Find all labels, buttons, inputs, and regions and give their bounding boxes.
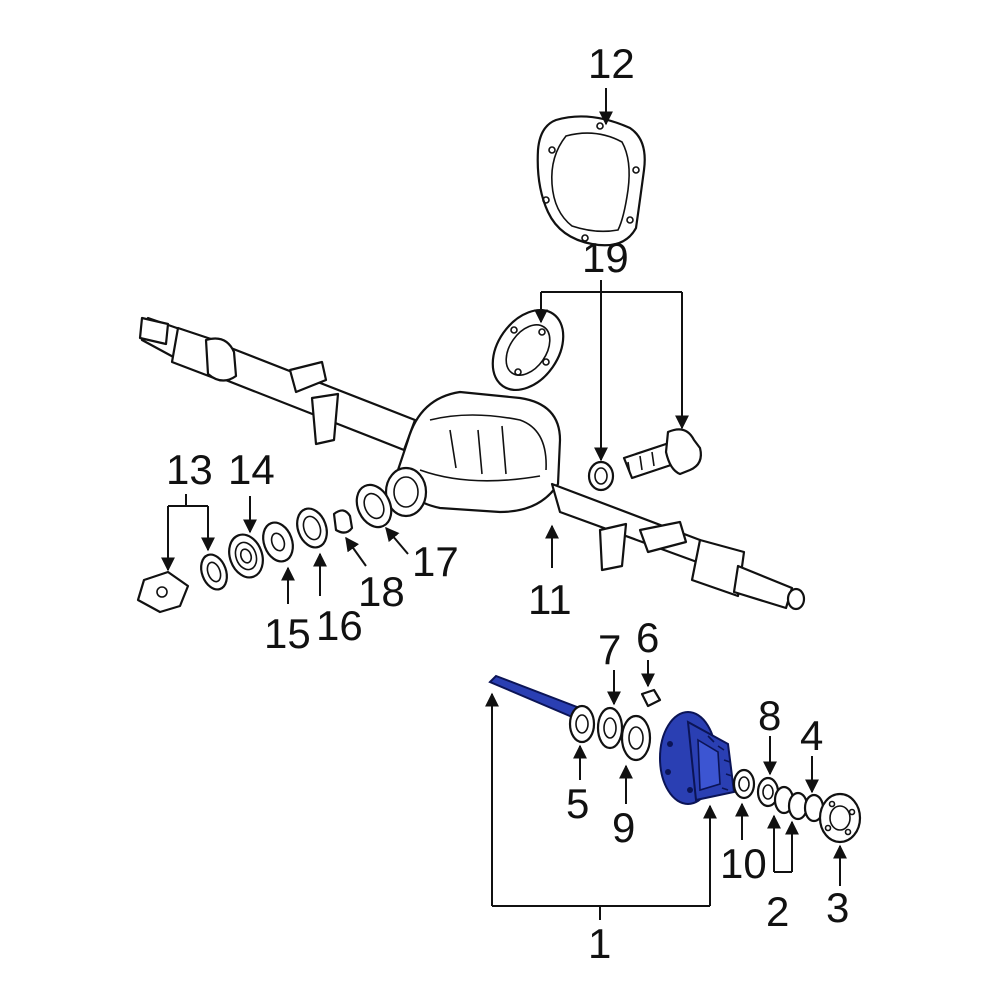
callout-16: 16 <box>316 602 363 649</box>
part-19-pinion-gear[interactable] <box>622 428 702 480</box>
callout-19: 19 <box>582 234 629 281</box>
part-14-seal[interactable] <box>223 530 268 582</box>
callout-3: 3 <box>826 884 849 931</box>
leader-19 <box>534 280 689 462</box>
part-1-hub-flange[interactable] <box>659 711 736 805</box>
leader-17 <box>385 526 409 555</box>
callout-18: 18 <box>358 568 405 615</box>
callout-9: 9 <box>612 804 635 851</box>
part-19-pinion-washer[interactable] <box>587 460 615 492</box>
callout-8: 8 <box>758 692 781 739</box>
leader-13 <box>161 494 215 572</box>
part-19-ring-gear[interactable] <box>478 297 578 403</box>
part-3-cap[interactable] <box>818 792 862 844</box>
callout-17: 17 <box>412 538 459 585</box>
part-10-bearing[interactable] <box>732 768 756 800</box>
callout-2: 2 <box>766 888 789 935</box>
part-18-spacer[interactable] <box>332 509 354 534</box>
part-15-bearing[interactable] <box>258 518 298 565</box>
callout-13: 13 <box>166 446 213 493</box>
part-17-bearing-cup[interactable] <box>350 479 398 532</box>
callout-12: 12 <box>588 40 635 87</box>
part-7-bearing[interactable] <box>596 706 624 750</box>
part-5-washer[interactable] <box>568 704 596 744</box>
part-11-axle-housing[interactable] <box>138 316 806 611</box>
part-16-race[interactable] <box>292 504 332 551</box>
callout-10: 10 <box>720 840 767 887</box>
part-9-seal[interactable] <box>620 714 652 762</box>
part-13-washer[interactable] <box>197 551 232 593</box>
part-13-yoke[interactable] <box>136 570 190 614</box>
part-6-stud[interactable] <box>640 688 662 708</box>
callout-11: 11 <box>528 576 572 623</box>
part-12-cover-gasket[interactable] <box>536 115 646 247</box>
callout-7: 7 <box>598 626 621 673</box>
leader-18 <box>345 536 367 567</box>
leader-1 <box>485 692 717 920</box>
callout-4: 4 <box>800 712 823 759</box>
part-8-nut[interactable] <box>756 776 780 808</box>
leader-2 <box>767 814 799 873</box>
callout-5: 5 <box>566 780 589 827</box>
callout-15: 15 <box>264 610 311 657</box>
part-2-washers[interactable] <box>773 785 809 821</box>
callout-1: 1 <box>588 920 611 967</box>
callout-6: 6 <box>636 614 659 661</box>
callout-14: 14 <box>228 446 275 493</box>
